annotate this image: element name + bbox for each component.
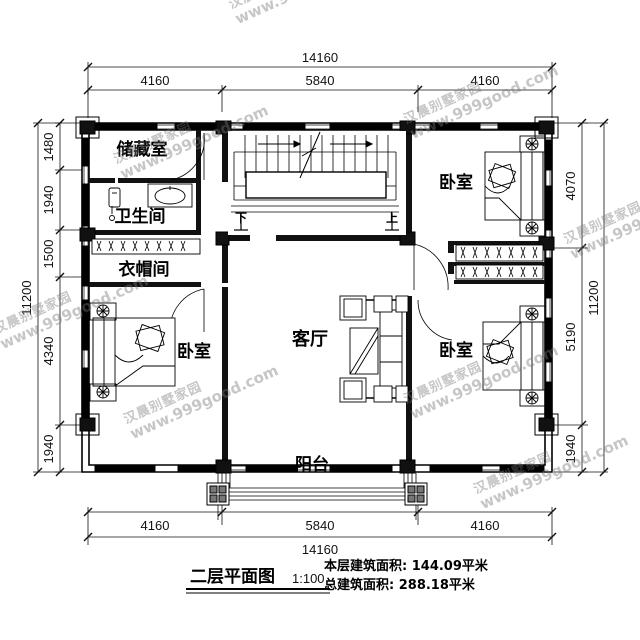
living-room-furniture xyxy=(339,295,409,403)
dim-right-seg-1: 4070 xyxy=(563,172,578,201)
room-label-storage: 储藏室 xyxy=(117,139,168,160)
stair-up-label: 上 xyxy=(386,210,398,225)
title-underline xyxy=(186,588,330,594)
dim-left-overall: 11200 xyxy=(19,280,34,315)
dim-right-seg-2: 5190 xyxy=(563,323,578,352)
balcony xyxy=(206,473,428,520)
drawing-scale: 1:100 xyxy=(292,571,325,586)
column-outlines xyxy=(75,116,559,436)
dim-top-seg-3: 4160 xyxy=(471,73,500,88)
structural-columns xyxy=(79,120,555,474)
room-label-cloakroom: 衣帽间 xyxy=(119,259,170,280)
bed-left-bedroom xyxy=(89,302,176,402)
bed-bottom-right-bedroom xyxy=(482,305,546,407)
staircase: 下 上 xyxy=(228,131,406,235)
bathroom-fixtures xyxy=(108,183,193,221)
dim-left-seg-3: 1500 xyxy=(41,240,56,269)
dimension-ticks xyxy=(33,62,609,542)
dim-top-seg-2: 5840 xyxy=(306,73,335,88)
exterior-walls xyxy=(81,122,553,473)
room-label-bedroom-left: 卧室 xyxy=(177,341,211,362)
dim-left-seg-5: 1940 xyxy=(41,435,56,464)
stair-down-label: 下 xyxy=(235,211,247,225)
dim-top-overall: 14160 xyxy=(302,50,338,65)
dim-bottom-seg-2: 5840 xyxy=(306,518,335,533)
room-label-bedroom-bottom-right: 卧室 xyxy=(439,340,473,361)
room-label-living-room: 客厅 xyxy=(292,328,328,350)
wall-solids xyxy=(82,123,552,472)
room-label-bedroom-top-right: 卧室 xyxy=(439,172,473,193)
area-total-label: 总建筑面积: 288.18平米 xyxy=(324,577,476,593)
interior-walls xyxy=(89,130,545,467)
drawing-title: 二层平面图 xyxy=(190,567,275,587)
area-floor-label: 本层建筑面积: 144.09平米 xyxy=(324,558,489,574)
room-label-bathroom: 卫生间 xyxy=(115,206,166,227)
dim-right-overall: 11200 xyxy=(586,280,601,315)
room-label-balcony: 阳台 xyxy=(295,454,329,475)
dim-left-seg-2: 1940 xyxy=(41,186,56,215)
dim-right-seg-3: 1940 xyxy=(563,435,578,464)
bed-top-right-bedroom xyxy=(484,135,546,237)
dim-bottom-overall: 14160 xyxy=(302,542,338,557)
dim-left-seg-1: 1480 xyxy=(41,133,56,162)
dim-bottom-seg-1: 4160 xyxy=(141,518,170,533)
cloakroom-wardrobe xyxy=(91,238,201,255)
dim-top-seg-1: 4160 xyxy=(141,73,170,88)
dim-bottom-seg-3: 4160 xyxy=(471,518,500,533)
right-wardrobes xyxy=(455,244,544,280)
dim-left-seg-4: 4340 xyxy=(41,337,56,366)
